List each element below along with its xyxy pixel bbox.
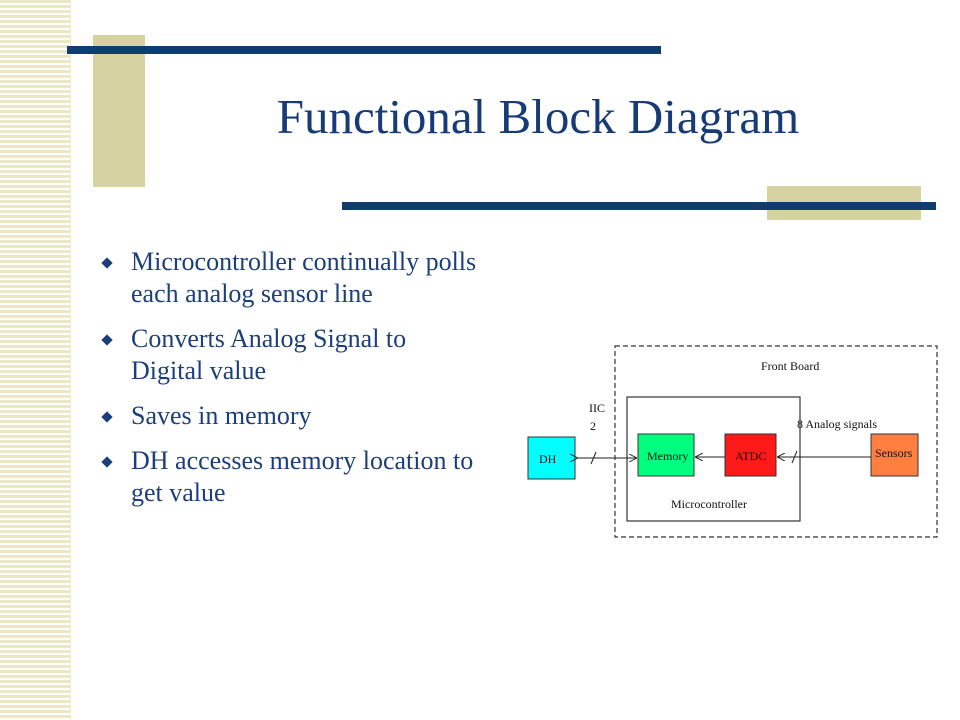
atdc-block bbox=[724, 433, 777, 477]
bullet-text: Saves in memory bbox=[131, 401, 312, 430]
iic-bus-tick bbox=[590, 451, 597, 465]
bullet-text: Microcontroller continually polls each a… bbox=[131, 247, 477, 308]
bullet-text: Converts Analog Signal to Digital value bbox=[131, 324, 407, 385]
microcontroller-label: Microcontroller bbox=[671, 497, 747, 511]
analog-signals-label: 8 Analog signals bbox=[797, 417, 877, 431]
title-accent-bar-bottom bbox=[342, 202, 936, 210]
diamond-bullet-icon bbox=[101, 257, 113, 269]
bullet-item: Converts Analog Signal to Digital value bbox=[98, 323, 478, 387]
sensors-block bbox=[870, 433, 919, 477]
bullet-item: Microcontroller continually polls each a… bbox=[98, 246, 478, 310]
sensors-label: Sensors bbox=[875, 446, 913, 460]
slide-title: Functional Block Diagram bbox=[276, 89, 800, 144]
iic-bus-width: 2 bbox=[590, 419, 596, 433]
analog-bus-tick bbox=[791, 450, 798, 464]
dh-label: DH bbox=[539, 452, 557, 466]
decorative-stripe-panel bbox=[0, 0, 70, 720]
atdc-label: ATDC bbox=[735, 449, 766, 463]
title-accent-bar-top bbox=[67, 46, 661, 54]
bullet-item: DH accesses memory location to get value bbox=[98, 445, 478, 509]
dh-block bbox=[527, 436, 576, 480]
diamond-bullet-icon bbox=[101, 456, 113, 468]
front-board-label: Front Board bbox=[761, 359, 819, 373]
stripe-edge-line bbox=[70, 0, 71, 720]
front-board-boundary bbox=[614, 345, 938, 538]
diamond-bullet-icon bbox=[101, 411, 113, 423]
memory-label: Memory bbox=[647, 449, 688, 463]
functional-block-diagram: Front Board Microcontroller DH Memory AT… bbox=[525, 340, 945, 545]
bullet-list: Microcontroller continually polls each a… bbox=[98, 246, 478, 522]
iic-label: IIC bbox=[589, 401, 605, 415]
memory-block bbox=[637, 433, 695, 477]
diamond-bullet-icon bbox=[101, 334, 113, 346]
bullet-text: DH accesses memory location to get value bbox=[131, 446, 474, 507]
decorative-tan-block-top bbox=[93, 35, 145, 187]
bullet-item: Saves in memory bbox=[98, 400, 478, 432]
